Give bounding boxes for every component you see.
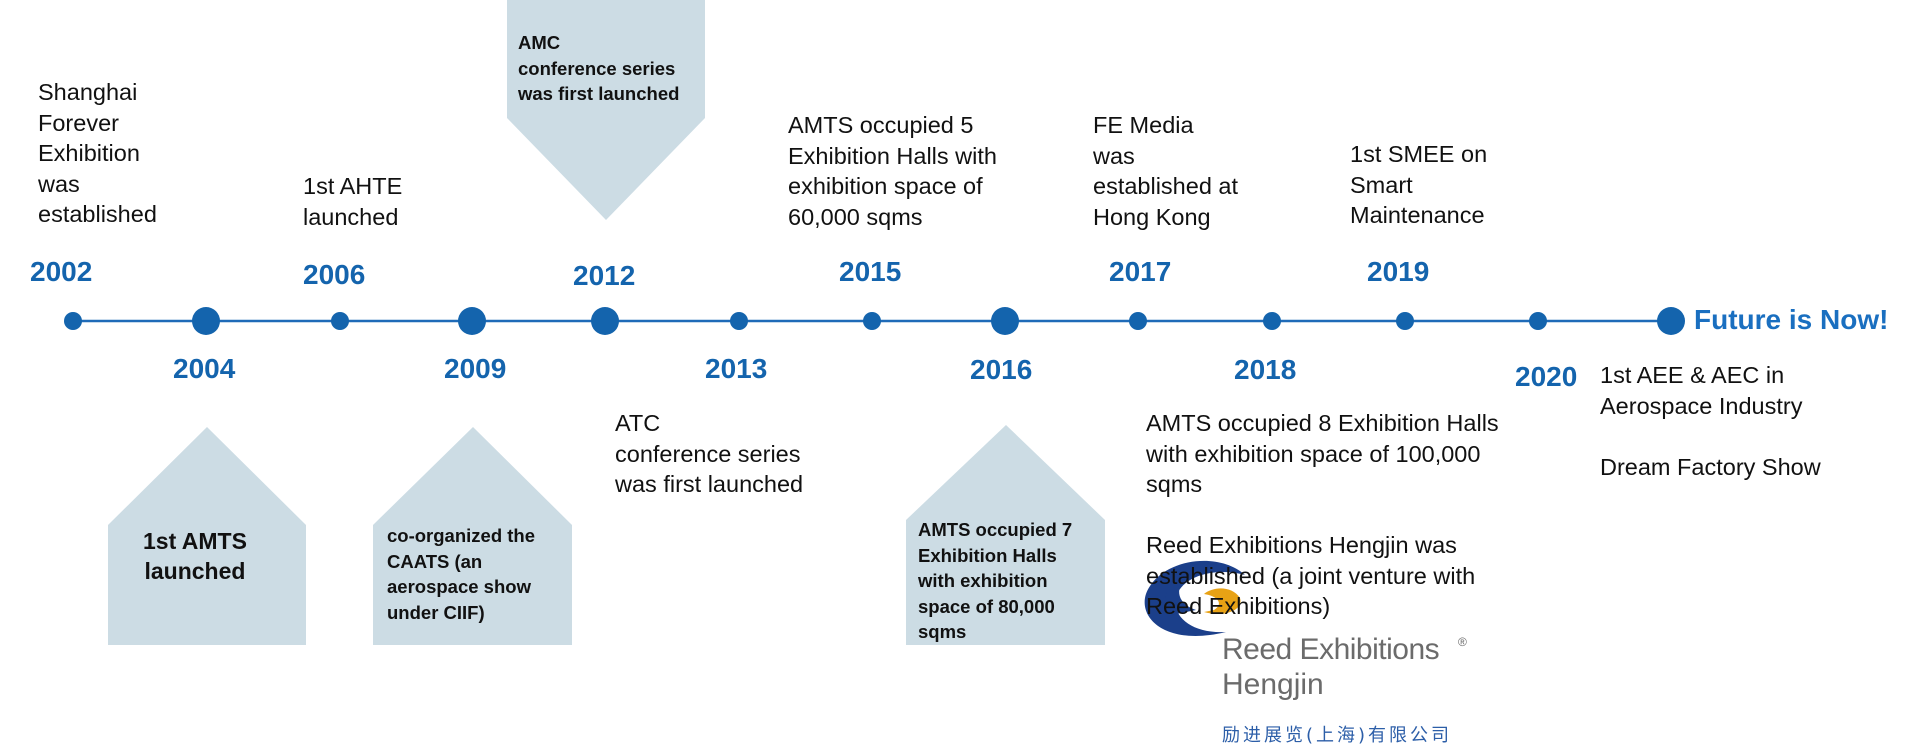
callout-shape-2012	[507, 0, 705, 220]
callout-shape-2004	[108, 427, 306, 645]
year-label-2016: 2016	[970, 354, 1033, 385]
timeline-dot-2012	[591, 307, 619, 335]
timeline-dot-2016	[991, 307, 1019, 335]
callout-shape-2009	[373, 427, 572, 645]
timeline-dot-2019	[1396, 312, 1414, 330]
year-label-2012: 2012	[573, 260, 636, 291]
timeline-dot-2004	[192, 307, 220, 335]
event-text-2012: AMC conference series was first launched	[518, 32, 680, 104]
timeline-dot-2017	[1129, 312, 1147, 330]
timeline-dot-2015	[863, 312, 881, 330]
year-label-2017: 2017	[1109, 256, 1172, 287]
year-label-2018: 2018	[1234, 354, 1297, 385]
year-label-2019: 2019	[1367, 256, 1430, 287]
reed-logo-hengjin: Hengjin	[1222, 668, 1324, 701]
timeline-dot-2013	[730, 312, 748, 330]
event-text-2020: 1st AEE & AEC in Aerospace Industry Drea…	[1600, 362, 1821, 480]
reed-logo-mark-icon	[1144, 560, 1245, 636]
year-label-2015: 2015	[839, 256, 902, 287]
year-label-2004: 2004	[173, 353, 236, 384]
year-label-2009: 2009	[444, 353, 507, 384]
event-text-2004: 1st AMTS launched	[143, 528, 247, 584]
year-label-2020: 2020	[1515, 361, 1578, 392]
callout-shape-2016	[906, 425, 1105, 645]
reed-logo-chinese: 励进展览(上海)有限公司	[1222, 725, 1453, 746]
event-text-2002: Shanghai Forever Exhibition was establis…	[38, 79, 157, 227]
future-label: Future is Now!	[1694, 304, 1889, 335]
timeline-dot-future	[1657, 307, 1685, 335]
event-text-2006: 1st AHTE launched	[303, 173, 403, 230]
year-label-2002: 2002	[30, 256, 93, 287]
event-text-2018: AMTS occupied 8 Exhibition Halls with ex…	[1146, 410, 1499, 619]
year-label-2013: 2013	[705, 353, 768, 384]
reed-logo: Reed Exhibitions ® Hengjin 励进展览(上海)有限公司	[1222, 633, 1472, 747]
timeline-dot-2009	[458, 307, 486, 335]
timeline-dot-2020	[1529, 312, 1547, 330]
event-text-2019: 1st SMEE on Smart Maintenance	[1350, 141, 1488, 228]
event-text-2015: AMTS occupied 5 Exhibition Halls with ex…	[788, 112, 997, 230]
event-text-2013: ATC conference series was first launched	[615, 410, 804, 497]
event-text-2017: FE Media was established at Hong Kong	[1093, 112, 1239, 230]
timeline-dot-2002	[64, 312, 82, 330]
reed-logo-name: Reed Exhibitions	[1222, 633, 1440, 666]
event-text-2016: AMTS occupied 7 Exhibition Halls with ex…	[918, 519, 1073, 642]
event-text-2009: co-organized the CAATS (an aerospace sho…	[387, 525, 536, 623]
year-label-2006: 2006	[303, 259, 366, 290]
timeline-dot-2018	[1263, 312, 1281, 330]
timeline-dot-2006	[331, 312, 349, 330]
reed-logo-registered: ®	[1458, 635, 1467, 649]
